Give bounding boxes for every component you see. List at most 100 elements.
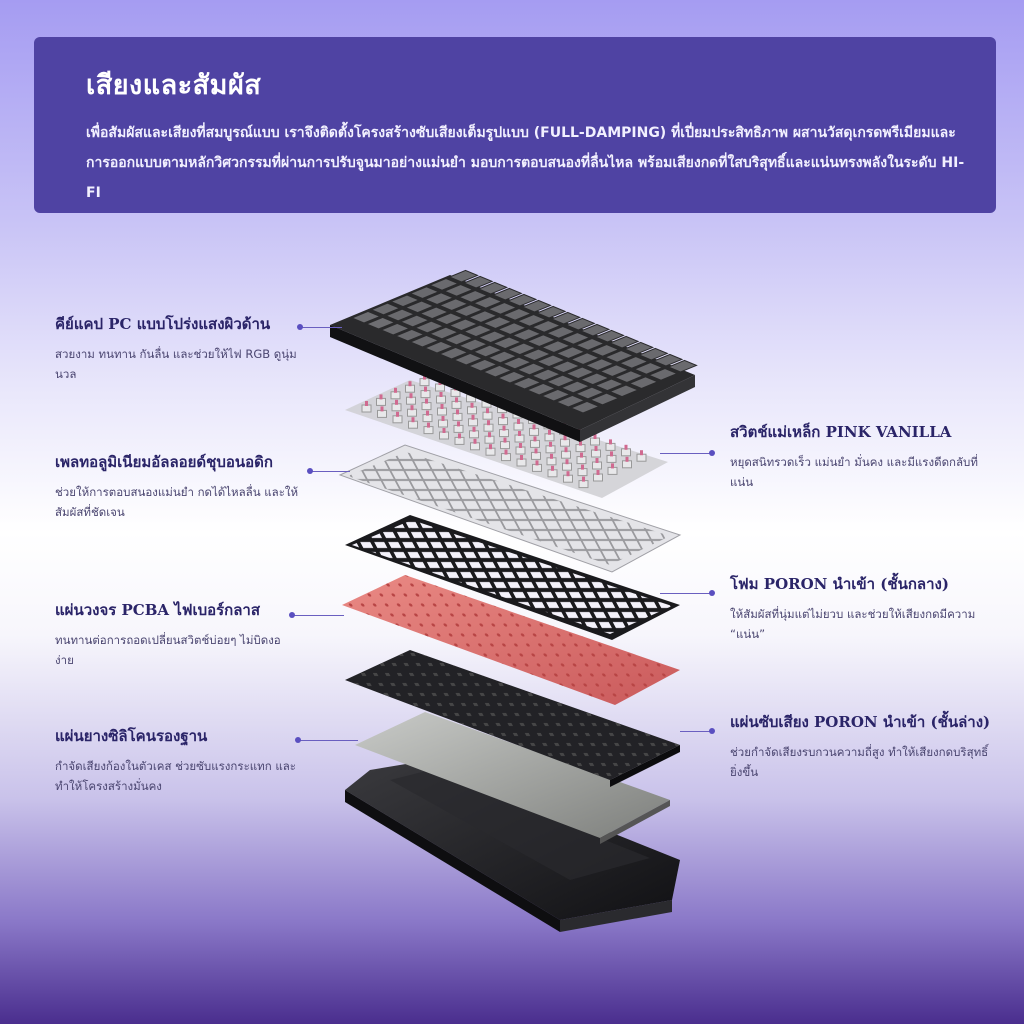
switch-housing: [438, 419, 448, 428]
switch-stem: [625, 456, 629, 462]
keycap: [452, 304, 484, 317]
switch-stem: [520, 455, 523, 460]
switch-stem: [594, 446, 598, 451]
switch-stem: [501, 413, 505, 419]
switch-housing: [562, 462, 572, 471]
connector-poron-bottom: [680, 731, 712, 732]
keycap: [579, 323, 611, 337]
keycap: [569, 400, 601, 414]
keycap: [540, 340, 572, 353]
label-poron-bottom-desc: ช่วยกำจัดเสียงรบกวนความถี่สูง ทำให้เสียง…: [730, 745, 989, 779]
label-poron-mid-title: โฟม PORON นำเข้า (ชั้นกลาง): [730, 575, 949, 593]
connector-plate: [310, 471, 350, 472]
label-pcba-title: แผ่นวงจร PCBA ไฟเบอร์กลาส: [55, 601, 261, 619]
keycap: [448, 318, 479, 332]
keycap: [589, 392, 620, 406]
switch-stem: [424, 386, 427, 392]
switch-stem: [396, 411, 399, 417]
switch-housing: [516, 458, 527, 467]
plate-layer: [338, 444, 682, 573]
switch-stem: [534, 448, 538, 454]
section-description: เพื่อสัมผัสและเสียงที่สมบูรณ์แบบ เราจึงต…: [86, 125, 965, 201]
switch-stem: [595, 458, 599, 463]
switch-housing: [451, 400, 462, 409]
switch-housing: [377, 409, 387, 418]
keycap: [559, 380, 591, 394]
keycap: [350, 310, 382, 324]
silicone-layer: [355, 712, 670, 844]
switch-stem: [471, 414, 475, 420]
keycap: [394, 328, 426, 342]
switch-stem: [609, 439, 612, 445]
switch-housing: [439, 431, 449, 440]
keycap: [443, 284, 474, 297]
keycap: [413, 320, 445, 334]
dot-poron-mid: [709, 590, 715, 596]
switch-stem: [579, 440, 582, 446]
case-layer: [345, 760, 680, 932]
keycap: [550, 311, 582, 325]
switch-stem: [455, 397, 458, 403]
keycap: [486, 350, 518, 364]
keycap: [477, 281, 509, 295]
keycap: [633, 362, 664, 375]
switch-stem: [565, 459, 569, 465]
switch-housing: [406, 396, 416, 405]
poron-bottom-layer: [345, 650, 680, 787]
switch-housing: [578, 480, 589, 489]
keycap: [574, 386, 606, 400]
switch-housing: [636, 453, 647, 462]
switch-stem: [582, 476, 585, 482]
connector-poron-mid: [660, 593, 712, 594]
switch-housing: [470, 442, 480, 451]
label-keycaps-desc: สวยงาม ทนทาน กันลื่น และช่วยให้ไฟ RGB ดู…: [55, 347, 297, 381]
keycap: [516, 314, 547, 327]
keycap: [564, 317, 596, 331]
switch-stem: [503, 437, 507, 443]
dot-pcba: [289, 612, 295, 618]
switch-stem: [486, 408, 489, 414]
keycap: [584, 358, 616, 371]
switch-housing: [482, 411, 493, 420]
dot-keycaps: [297, 324, 303, 330]
switch-housing: [560, 438, 570, 447]
keycap: [457, 338, 489, 352]
label-keycaps-title: คีย์แคป PC แบบโปร่งแสงผิวด้าน: [55, 315, 271, 333]
switch-stem: [593, 434, 597, 439]
keycap: [443, 332, 474, 346]
keycap: [448, 269, 479, 283]
keycap: [496, 322, 528, 335]
switch-stem: [519, 443, 522, 448]
dot-poron-bottom: [709, 728, 715, 734]
switch-stem: [517, 419, 520, 424]
connector-keycaps: [300, 327, 342, 328]
keycap: [628, 376, 659, 389]
keycap: [491, 287, 523, 301]
dot-switch: [709, 450, 715, 456]
switch-stem: [504, 449, 508, 455]
keycap: [506, 293, 538, 307]
label-silicone-desc: กำจัดเสียงก้องในตัวเคส ช่วยซับแรงกระแทก …: [55, 759, 296, 793]
header-panel: เสียงและสัมผัส เพื่อสัมผัสและเสียงที่สมบ…: [34, 37, 996, 213]
keycap: [428, 326, 460, 340]
switch-stem: [550, 453, 553, 459]
switch-housing: [468, 418, 478, 427]
switch-stem: [502, 425, 506, 431]
keycap: [555, 346, 586, 359]
keycap: [667, 359, 698, 373]
switch-stem: [470, 402, 474, 408]
switch-stem: [427, 422, 430, 428]
switch-stem: [458, 433, 461, 439]
switch-stem: [487, 420, 490, 426]
keycap: [389, 294, 421, 308]
keycap: [511, 376, 542, 390]
keycap: [608, 335, 640, 349]
label-switch-title: สวิตช์แม่เหล็ก PINK VANILLA: [730, 423, 952, 441]
keycap: [433, 312, 465, 326]
switch-stem: [408, 381, 412, 387]
poron-mid-layer: [345, 515, 680, 640]
label-plate-desc: ช่วยให้การตอบสนองแม่นยำ กดได้ไหลลื่น และ…: [55, 485, 299, 519]
switch-housing: [484, 435, 495, 444]
keycap: [618, 356, 650, 369]
label-poron-mid-desc: ให้สัมผัสที่นุ่มแต่ไม่ยวบ และช่วยให้เสีย…: [730, 607, 976, 641]
